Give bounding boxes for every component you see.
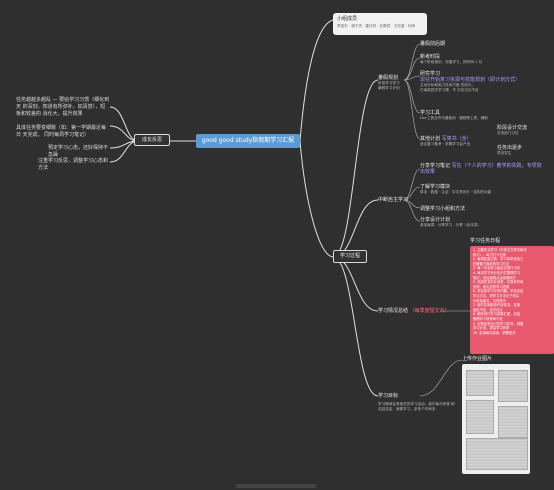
report-highlight: （每季度提交次） — [409, 308, 450, 314]
note-line: 学习计划，提高学习效率 — [473, 326, 510, 331]
midterm-item-1[interactable]: 分享学习笔记 写在（个人的学习）教学的实践，专项突出效果 — [420, 163, 542, 175]
summer-item-1[interactable]: 暑假前后期 — [420, 40, 530, 47]
summer-item-2-sub: 每个阶段规划，完善学习，按时间 1 月 — [420, 60, 483, 64]
photo-section-title: 上传作业图片 — [462, 356, 493, 362]
note-line: 安排，组长监督学习进度 — [473, 284, 510, 289]
summer-side-1-sub: 交流部门讨论 — [497, 131, 519, 135]
left-item-3-text: 预定学习心态，还好保持不急躁 — [48, 145, 109, 158]
left-item-2: 具体任务要变细致（如：第一学期最近每日 天完成， 同时每周学习笔记） — [16, 125, 110, 139]
note-line: 假期学习收获和不足 — [473, 316, 503, 321]
summer-side-2-title: 任务出逐步 — [497, 145, 523, 151]
summer-item-4[interactable]: 学习工具 Doc工具合作沟通使用 · 课程等工具，辅助 — [420, 109, 530, 121]
photo-thumb-3[interactable] — [466, 400, 494, 434]
note-line: 在解题方面新的学习方法 — [473, 261, 510, 266]
midterm-item-4-sub: 参加每周 · 分享学习 · 分享（含评讲） — [420, 223, 481, 227]
summer-plan-sub2: 暑假学习计划 — [378, 86, 400, 90]
summer-plan-title: 暑假规划 — [378, 75, 399, 81]
summer-item-3-title: 研究学习 — [420, 71, 441, 77]
note-line: 笔记，包括重难点及易错地方 — [473, 275, 516, 280]
summer-item-5[interactable]: 其他计划 写简书（含） 适合复习备考 · 学期学习会产出 — [420, 135, 490, 147]
left-item-4: 注重学习反思，调整学习心态和方法 — [38, 158, 112, 172]
left-item-1: 任务越越多越乱 — 要给学习习惯（细化到天 的深刻，知道有所弥补，如清尝），短板… — [16, 97, 110, 118]
summer-item-3-sub: 主动分析和用力技术方面 的成长。 — [420, 83, 476, 87]
note-line: 9. 定期反思自己的学习状况，调整 — [473, 321, 524, 326]
summer-item-2-title: 新考时段 — [420, 54, 441, 60]
midterm-item-2[interactable]: 了解学习模块 算法 · 数据 · 认证 · 中文测评价 · 结构的功能 — [420, 183, 530, 195]
summer-item-3-sub2: 已每周四完学习课，不 中应讨论不足 — [420, 88, 479, 92]
summer-item-3[interactable]: 研究学习 现在开始复习资源与技能规划（即计划方式） 主动分析和用力技术方面 的成… — [420, 71, 540, 93]
summer-side-2[interactable]: 任务出逐步 预设学生 — [497, 144, 547, 156]
summer-side-1-title: 阶段设计交流 — [497, 125, 528, 131]
midterm-item-2-title: 了解学习模块 — [420, 184, 451, 190]
note-line: 5. 完成任务的计划表，记录好时间 — [473, 280, 524, 285]
midterm-node[interactable]: 中断自主学习 — [378, 197, 409, 203]
photo-thumb-5[interactable] — [466, 438, 528, 470]
photo-thumb-1[interactable] — [466, 370, 494, 396]
summer-side-1[interactable]: 阶段设计交流 交流部门讨论 — [497, 124, 547, 136]
scroll-indicator[interactable] — [236, 484, 316, 488]
note-line: 1. 主题作业学习（中英文文章中每日 — [473, 248, 527, 252]
left-item-2-text: 具体任务要变细致（如：第一学期最近每日 天完成， 同时每周学习笔记） — [16, 125, 107, 138]
photo-thumb-4[interactable] — [498, 406, 528, 438]
note-line: 2. 每周复盘记录，学习本阶段自己 — [473, 257, 524, 262]
midterm-item-3[interactable]: 调整学习小组和方法 — [420, 205, 530, 212]
note-line: 3. 每一次会有小组会议进行讨论 — [473, 266, 521, 271]
left-item-3: 预定学习心态，还好保持不急躁 — [48, 145, 112, 159]
summary-title: 学习目标 — [378, 393, 399, 399]
midterm-item-4[interactable]: 分享设计计划 参加每周 · 分享学习 · 分享（含评讲） — [420, 216, 530, 228]
summer-side-2-sub: 预设学生 — [497, 151, 512, 155]
summer-item-2[interactable]: 新考时段 每个阶段规划，完善学习，按时间 1 月 — [420, 53, 530, 65]
note-line: 4. 每天学习专业知识并整理学习 — [473, 270, 521, 275]
note-line: 指出不足，及时改正 — [473, 307, 503, 312]
midterm-item-2-sub: 算法 · 数据 · 认证 · 中文测评价 · 结构的功能 — [420, 190, 492, 194]
left-item-1-text: 任务越越多越乱 — 要给学习习惯（细化到天 的深刻，知道有所弥补，如清尝），短板… — [16, 97, 110, 117]
link-top — [299, 19, 334, 142]
study-process-node[interactable]: 学习过程 — [333, 250, 367, 263]
report-node[interactable]: 学习情况总结 （每季度提交次） — [378, 307, 450, 314]
summer-item-5-sub: 适合复习备考 · 学期学习会产出 — [420, 142, 471, 146]
photo-panel — [462, 364, 530, 474]
summary-node[interactable]: 学习目标 学习期间会有相关的学习活动，我们每次考核 和总结总结，就像学习，多多个… — [378, 392, 458, 412]
summer-item-4-sub: Doc工具合作沟通使用 · 课程等工具，辅助 — [420, 116, 488, 120]
team-card[interactable]: 小组成员 李俊宇 · 谢子杰 · 董日轩 · 石敬恺 · 王欣豪 · 何烨 — [333, 13, 427, 35]
note-line: 6. 学会找学习中的问题，学会总结 — [473, 289, 524, 294]
midterm-item-1-highlight: 写在（个人的学习）教学的实践，专项突出效果 — [420, 163, 542, 175]
summer-item-3-highlight: 现在开始复习资源与技能规划（即计划方式） — [420, 77, 521, 83]
left-item-4-text: 注重学习反思，调整学习心态和方法 — [38, 158, 109, 171]
summer-item-1-title: 暑假前后期 — [420, 41, 446, 47]
left-branch-label[interactable]: 成长反思 — [134, 134, 170, 146]
note-line: 10. 坚持每天阅读，积累知识 — [473, 330, 516, 335]
note-card-title: 学习任务日程 — [470, 238, 501, 244]
photo-section[interactable]: 上传作业图片 — [462, 355, 532, 474]
summer-item-5-highlight: 写简书（含） — [441, 136, 472, 142]
summer-item-5-title: 其他计划 — [420, 136, 441, 142]
note-line: 8. 期末进行学习成果汇报，总结 — [473, 312, 521, 317]
report-title: 学习情况总结 — [378, 308, 409, 314]
note-line: 分享给组员，共同进步 — [473, 298, 506, 303]
summer-item-4-title: 学习工具 — [420, 110, 441, 116]
summer-plan-node[interactable]: 暑假规划 阶段学习学习 暑假学习计划 — [378, 74, 408, 91]
note-line: 7. 组内互相检查作业情况，互相 — [473, 303, 521, 308]
link-study — [299, 140, 334, 258]
midterm-item-1-title: 分享学习笔记 — [420, 163, 451, 169]
note-line: 学习方法，把学习方法记下来并 — [473, 293, 520, 298]
photo-thumb-2[interactable] — [498, 370, 528, 402]
team-card-title: 小组成员 — [337, 16, 358, 22]
central-topic[interactable]: good good study指假期学习汇报 — [196, 134, 300, 148]
summary-sub: 学习期间会有相关的学习活动，我们每次考核 和总结总结，就像学习，多多个时间多 — [378, 402, 455, 411]
midterm-item-3-title: 调整学习小组和方法 — [420, 206, 466, 212]
note-line: 练习），每日打卡记录 — [473, 252, 506, 257]
team-card-members: 李俊宇 · 谢子杰 · 董日轩 · 石敬恺 · 王欣豪 · 何烨 — [337, 24, 416, 28]
summer-plan-sub1: 阶段学习学习 — [378, 81, 400, 85]
midterm-item-4-title: 分享设计计划 — [420, 217, 451, 223]
